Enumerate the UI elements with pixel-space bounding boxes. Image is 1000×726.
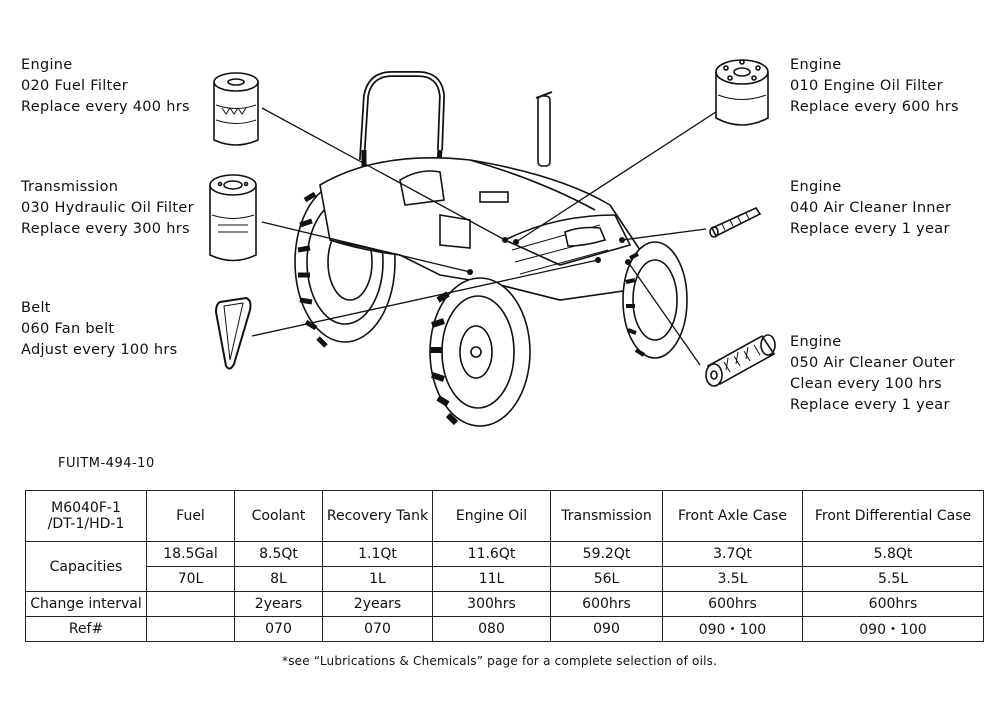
table-cell: 1L	[322, 566, 433, 592]
column-header: Front Differential Case	[802, 490, 984, 542]
table-cell: 600hrs	[662, 591, 803, 617]
table-cell: 56L	[550, 566, 663, 592]
column-header: Fuel	[146, 490, 235, 542]
fuel-filter-icon	[213, 72, 259, 146]
air-cleaner-outer-icon	[705, 334, 776, 387]
callout-interval: Replace every 300 hrs	[21, 221, 190, 237]
table-cell: 600hrs	[802, 591, 984, 617]
callout-interval: Replace every 400 hrs	[21, 99, 190, 115]
table-cell: 090・100	[662, 616, 803, 642]
callout-interval: Clean every 100 hrs	[790, 376, 943, 392]
callout-system: Engine	[790, 57, 842, 73]
table-cell: 11.6Qt	[432, 541, 551, 567]
table-cell: 18.5Gal	[146, 541, 235, 567]
callout-system: Engine	[790, 334, 842, 350]
callout-air-cleaner-outer: Engine 050 Air Cleaner Outer Clean every…	[790, 332, 955, 416]
row-label: Change interval	[25, 591, 147, 617]
table-cell: 070	[234, 616, 323, 642]
callout-interval: Replace every 1 year	[790, 221, 950, 237]
column-header: Transmission	[550, 490, 663, 542]
callout-interval: Replace every 600 hrs	[790, 99, 959, 115]
table-cell: 2years	[322, 591, 433, 617]
table-cell: 8.5Qt	[234, 541, 323, 567]
hood-icon	[319, 156, 641, 301]
table-cell: 070	[322, 616, 433, 642]
callout-part: 020 Fuel Filter	[21, 78, 128, 94]
table-cell: 1.1Qt	[322, 541, 433, 567]
oil-filter-icon	[715, 59, 769, 126]
model-cell: M6040F-1 /DT-1/HD-1	[25, 490, 147, 542]
table-cell: 8L	[234, 566, 323, 592]
callout-oil-filter: Engine 010 Engine Oil Filter Replace eve…	[790, 55, 959, 118]
footnote: *see “Lubrications & Chemicals” page for…	[282, 654, 718, 668]
callout-part: 060 Fan belt	[21, 321, 115, 337]
hydraulic-filter-icon	[209, 174, 257, 262]
table-row: Change interval 2years 2years 300hrs 600…	[25, 591, 984, 617]
table-cell: 5.5L	[802, 566, 984, 592]
column-header: Coolant	[234, 490, 323, 542]
table-cell	[146, 616, 235, 642]
table-cell: 300hrs	[432, 591, 551, 617]
table-cell: 080	[432, 616, 551, 642]
callout-hydraulic-filter: Transmission 030 Hydraulic Oil Filter Re…	[21, 177, 194, 240]
callout-fuel-filter: Engine 020 Fuel Filter Replace every 400…	[21, 55, 190, 118]
table-cell	[146, 591, 235, 617]
capacities-table: M6040F-1 /DT-1/HD-1 Fuel Coolant Recover…	[25, 490, 984, 642]
callout-part: 010 Engine Oil Filter	[790, 78, 943, 94]
column-header: Engine Oil	[432, 490, 551, 542]
table-row: Capacities 18.5Gal 8.5Qt 1.1Qt 11.6Qt 59…	[25, 541, 984, 592]
callout-interval: Replace every 1 year	[790, 397, 950, 413]
callout-part: 030 Hydraulic Oil Filter	[21, 200, 194, 216]
callout-part: 050 Air Cleaner Outer	[790, 355, 955, 371]
table-cell: 600hrs	[550, 591, 663, 617]
callout-fan-belt: Belt 060 Fan belt Adjust every 100 hrs	[21, 298, 178, 361]
callout-air-cleaner-inner: Engine 040 Air Cleaner Inner Replace eve…	[790, 177, 951, 240]
table-cell: 59.2Qt	[550, 541, 663, 567]
table-row: 70L 8L 1L 11L 56L 3.5L 5.5L	[26, 566, 984, 592]
column-header: Front Axle Case	[662, 490, 803, 542]
fan-belt-icon	[214, 296, 252, 370]
figure-code: FUITM-494-10	[58, 456, 155, 471]
callout-interval: Adjust every 100 hrs	[21, 342, 178, 358]
callout-system: Engine	[790, 179, 842, 195]
table-cell: 3.7Qt	[662, 541, 803, 567]
table-header-row: M6040F-1 /DT-1/HD-1 Fuel Coolant Recover…	[25, 490, 984, 542]
table-cell: 5.8Qt	[802, 541, 984, 567]
table-cell: 70L	[146, 566, 235, 592]
model-line: M6040F-1	[51, 500, 121, 516]
rear-tire-right-icon	[429, 277, 531, 427]
air-cleaner-inner-icon	[709, 206, 762, 238]
table-cell: 090	[550, 616, 663, 642]
callout-system: Engine	[21, 57, 73, 73]
table-cell: 11L	[432, 566, 551, 592]
row-label: Ref#	[25, 616, 147, 642]
table-cell: 3.5L	[662, 566, 803, 592]
model-line: /DT-1/HD-1	[47, 516, 125, 532]
callout-system: Belt	[21, 300, 51, 316]
callout-part: 040 Air Cleaner Inner	[790, 200, 952, 216]
leader-lines	[251, 107, 723, 366]
exhaust-icon	[535, 91, 553, 167]
row-label: Capacities	[25, 541, 147, 592]
table-cell: 2years	[234, 591, 323, 617]
callout-system: Transmission	[21, 179, 119, 195]
column-header: Recovery Tank	[322, 490, 433, 542]
table-cell: 090・100	[802, 616, 984, 642]
table-row: Ref# 070 070 080 090 090・100 090・100	[25, 616, 984, 642]
